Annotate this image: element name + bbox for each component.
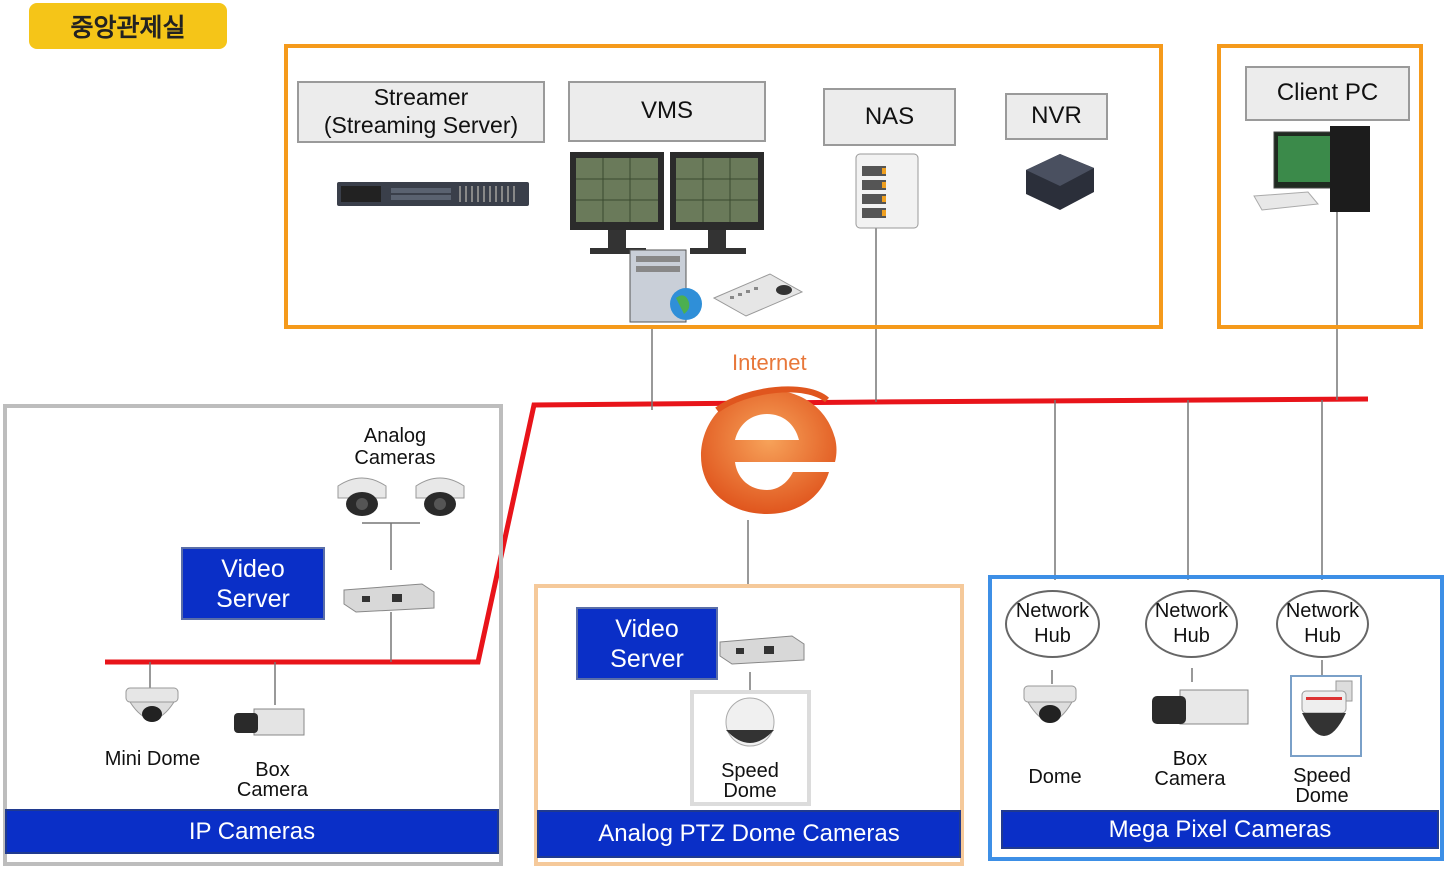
speed-dome-camera-icon <box>725 697 775 747</box>
mega-box-camera-label: Box Camera <box>1154 748 1226 790</box>
mega-speed-dome-label: Speed Dome <box>1293 765 1351 807</box>
mega-speed-dome-camera-icon <box>1301 680 1353 736</box>
mega-box-camera-icon <box>1152 689 1249 725</box>
ip-cameras-group <box>3 404 503 866</box>
mini-dome-label: Mini Dome <box>104 748 201 770</box>
internet-explorer-icon <box>701 386 837 514</box>
mega-pixel-band: Mega Pixel Cameras <box>1001 810 1439 849</box>
ip-cameras-band: IP Cameras <box>5 809 499 854</box>
network-hub-2: Network Hub <box>1145 590 1238 658</box>
central-room-group <box>284 44 1163 329</box>
video-server-device-icon <box>343 583 435 613</box>
analog-ptz-group <box>534 584 964 866</box>
streamer-label: Streamer (Streaming Server) <box>297 81 545 143</box>
mega-dome-camera-icon <box>1023 685 1077 723</box>
speed-dome-label: Speed Dome <box>721 760 779 802</box>
speed-dome-frame <box>690 690 811 806</box>
mini-dome-camera-icon <box>125 687 179 722</box>
network-hub-1: Network Hub <box>1005 590 1100 658</box>
ptz-video-server-label: Video Server <box>576 607 718 680</box>
analog-cameras-label: Analog Cameras <box>354 425 436 469</box>
video-server-label: Video Server <box>181 547 325 620</box>
mega-speed-dome-frame <box>1290 675 1362 757</box>
nvr-device-icon <box>1026 154 1094 210</box>
nvr-label: NVR <box>1005 93 1108 140</box>
client-pc-group <box>1217 44 1423 329</box>
mega-pixel-group <box>988 575 1444 861</box>
nas-label: NAS <box>823 88 956 146</box>
network-backbone <box>105 396 1369 665</box>
nas-device-icon <box>855 153 919 229</box>
ptz-controller-icon <box>712 273 804 317</box>
ptz-video-server-device-icon <box>719 635 805 665</box>
vms-label: VMS <box>568 81 766 142</box>
network-hub-3: Network Hub <box>1276 590 1369 658</box>
analog-dome-camera-icon <box>415 477 465 516</box>
vms-monitors-icon <box>570 152 764 254</box>
desktop-pc-icon <box>1253 126 1370 212</box>
mega-dome-label: Dome <box>1028 766 1082 788</box>
analog-dome-camera-icon <box>337 477 387 516</box>
box-camera-label: Box Camera <box>236 759 309 801</box>
control-room-title: 중앙관제실 <box>29 3 227 49</box>
pc-tower-icon <box>629 249 702 323</box>
box-camera-icon <box>234 708 305 736</box>
internet-label: Internet <box>732 350 807 375</box>
analog-ptz-band: Analog PTZ Dome Cameras <box>537 810 961 858</box>
rack-server-icon <box>337 182 529 206</box>
client-pc-label: Client PC <box>1245 66 1410 121</box>
